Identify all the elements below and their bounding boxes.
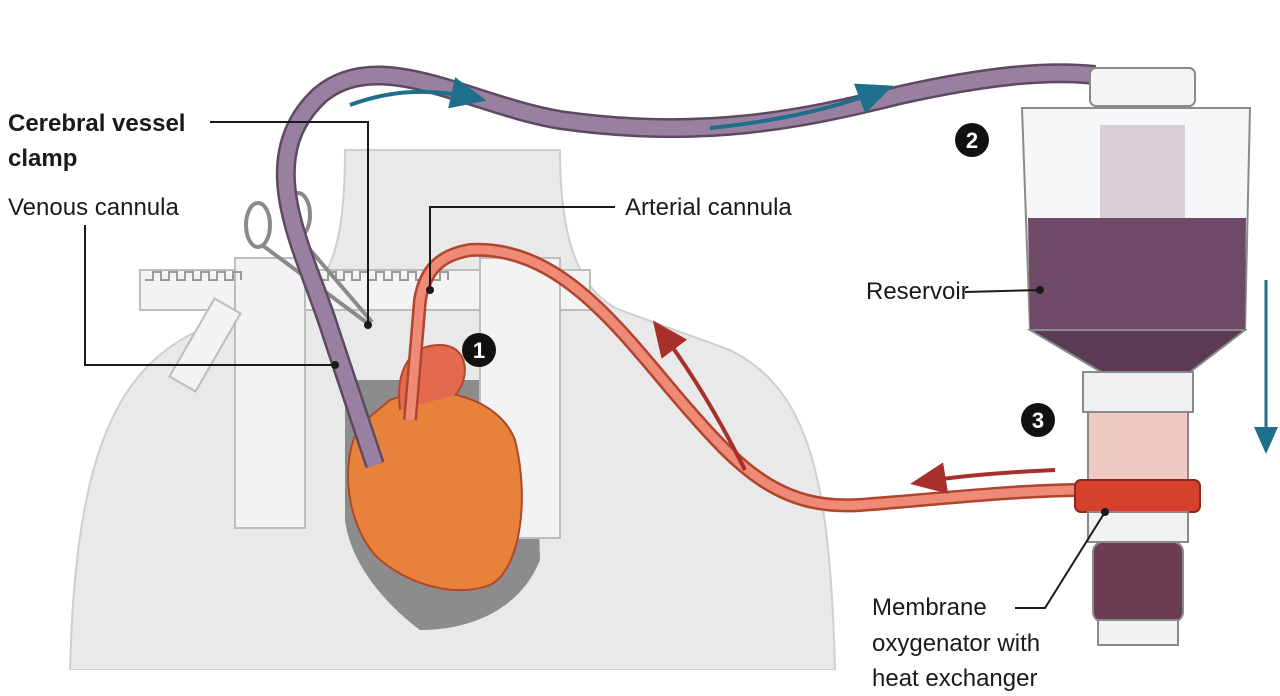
svg-text:2: 2 — [966, 128, 978, 153]
label-cerebral-vessel-clamp-2: clamp — [8, 145, 78, 172]
sternal-retractor — [139, 257, 591, 539]
label-venous-cannula: Venous cannula — [8, 194, 179, 221]
leader-dots — [331, 286, 1109, 516]
label-cerebral-vessel-clamp-1: Cerebral vessel — [8, 110, 186, 137]
label-reservoir: Reservoir — [866, 278, 969, 305]
venous-flow-arrow — [709, 83, 894, 130]
arterial-flow-arrow — [652, 320, 747, 471]
leader-lines — [84, 121, 1106, 609]
membrane-oxygenator — [1074, 371, 1201, 646]
cardiopulmonary-bypass-diagram: 1 2 3 — [68, 63, 1278, 670]
step-marker-3: 3 — [1021, 403, 1055, 437]
step-marker-1: 1 — [462, 333, 496, 367]
label-membrane-oxygenator-2: oxygenator with — [872, 630, 1041, 657]
svg-text:3: 3 — [1032, 408, 1044, 433]
venous-flow-arrow — [349, 77, 487, 109]
label-membrane-oxygenator-1: Membrane — [872, 594, 987, 621]
step-marker-2: 2 — [955, 123, 989, 157]
label-membrane-oxygenator-3: heat exchanger — [872, 665, 1038, 692]
label-arterial-cannula: Arterial cannula — [625, 194, 792, 221]
reservoir — [1020, 67, 1252, 396]
arterial-flow-arrow — [910, 462, 1056, 494]
svg-text:1: 1 — [473, 338, 485, 363]
heart — [347, 391, 523, 592]
